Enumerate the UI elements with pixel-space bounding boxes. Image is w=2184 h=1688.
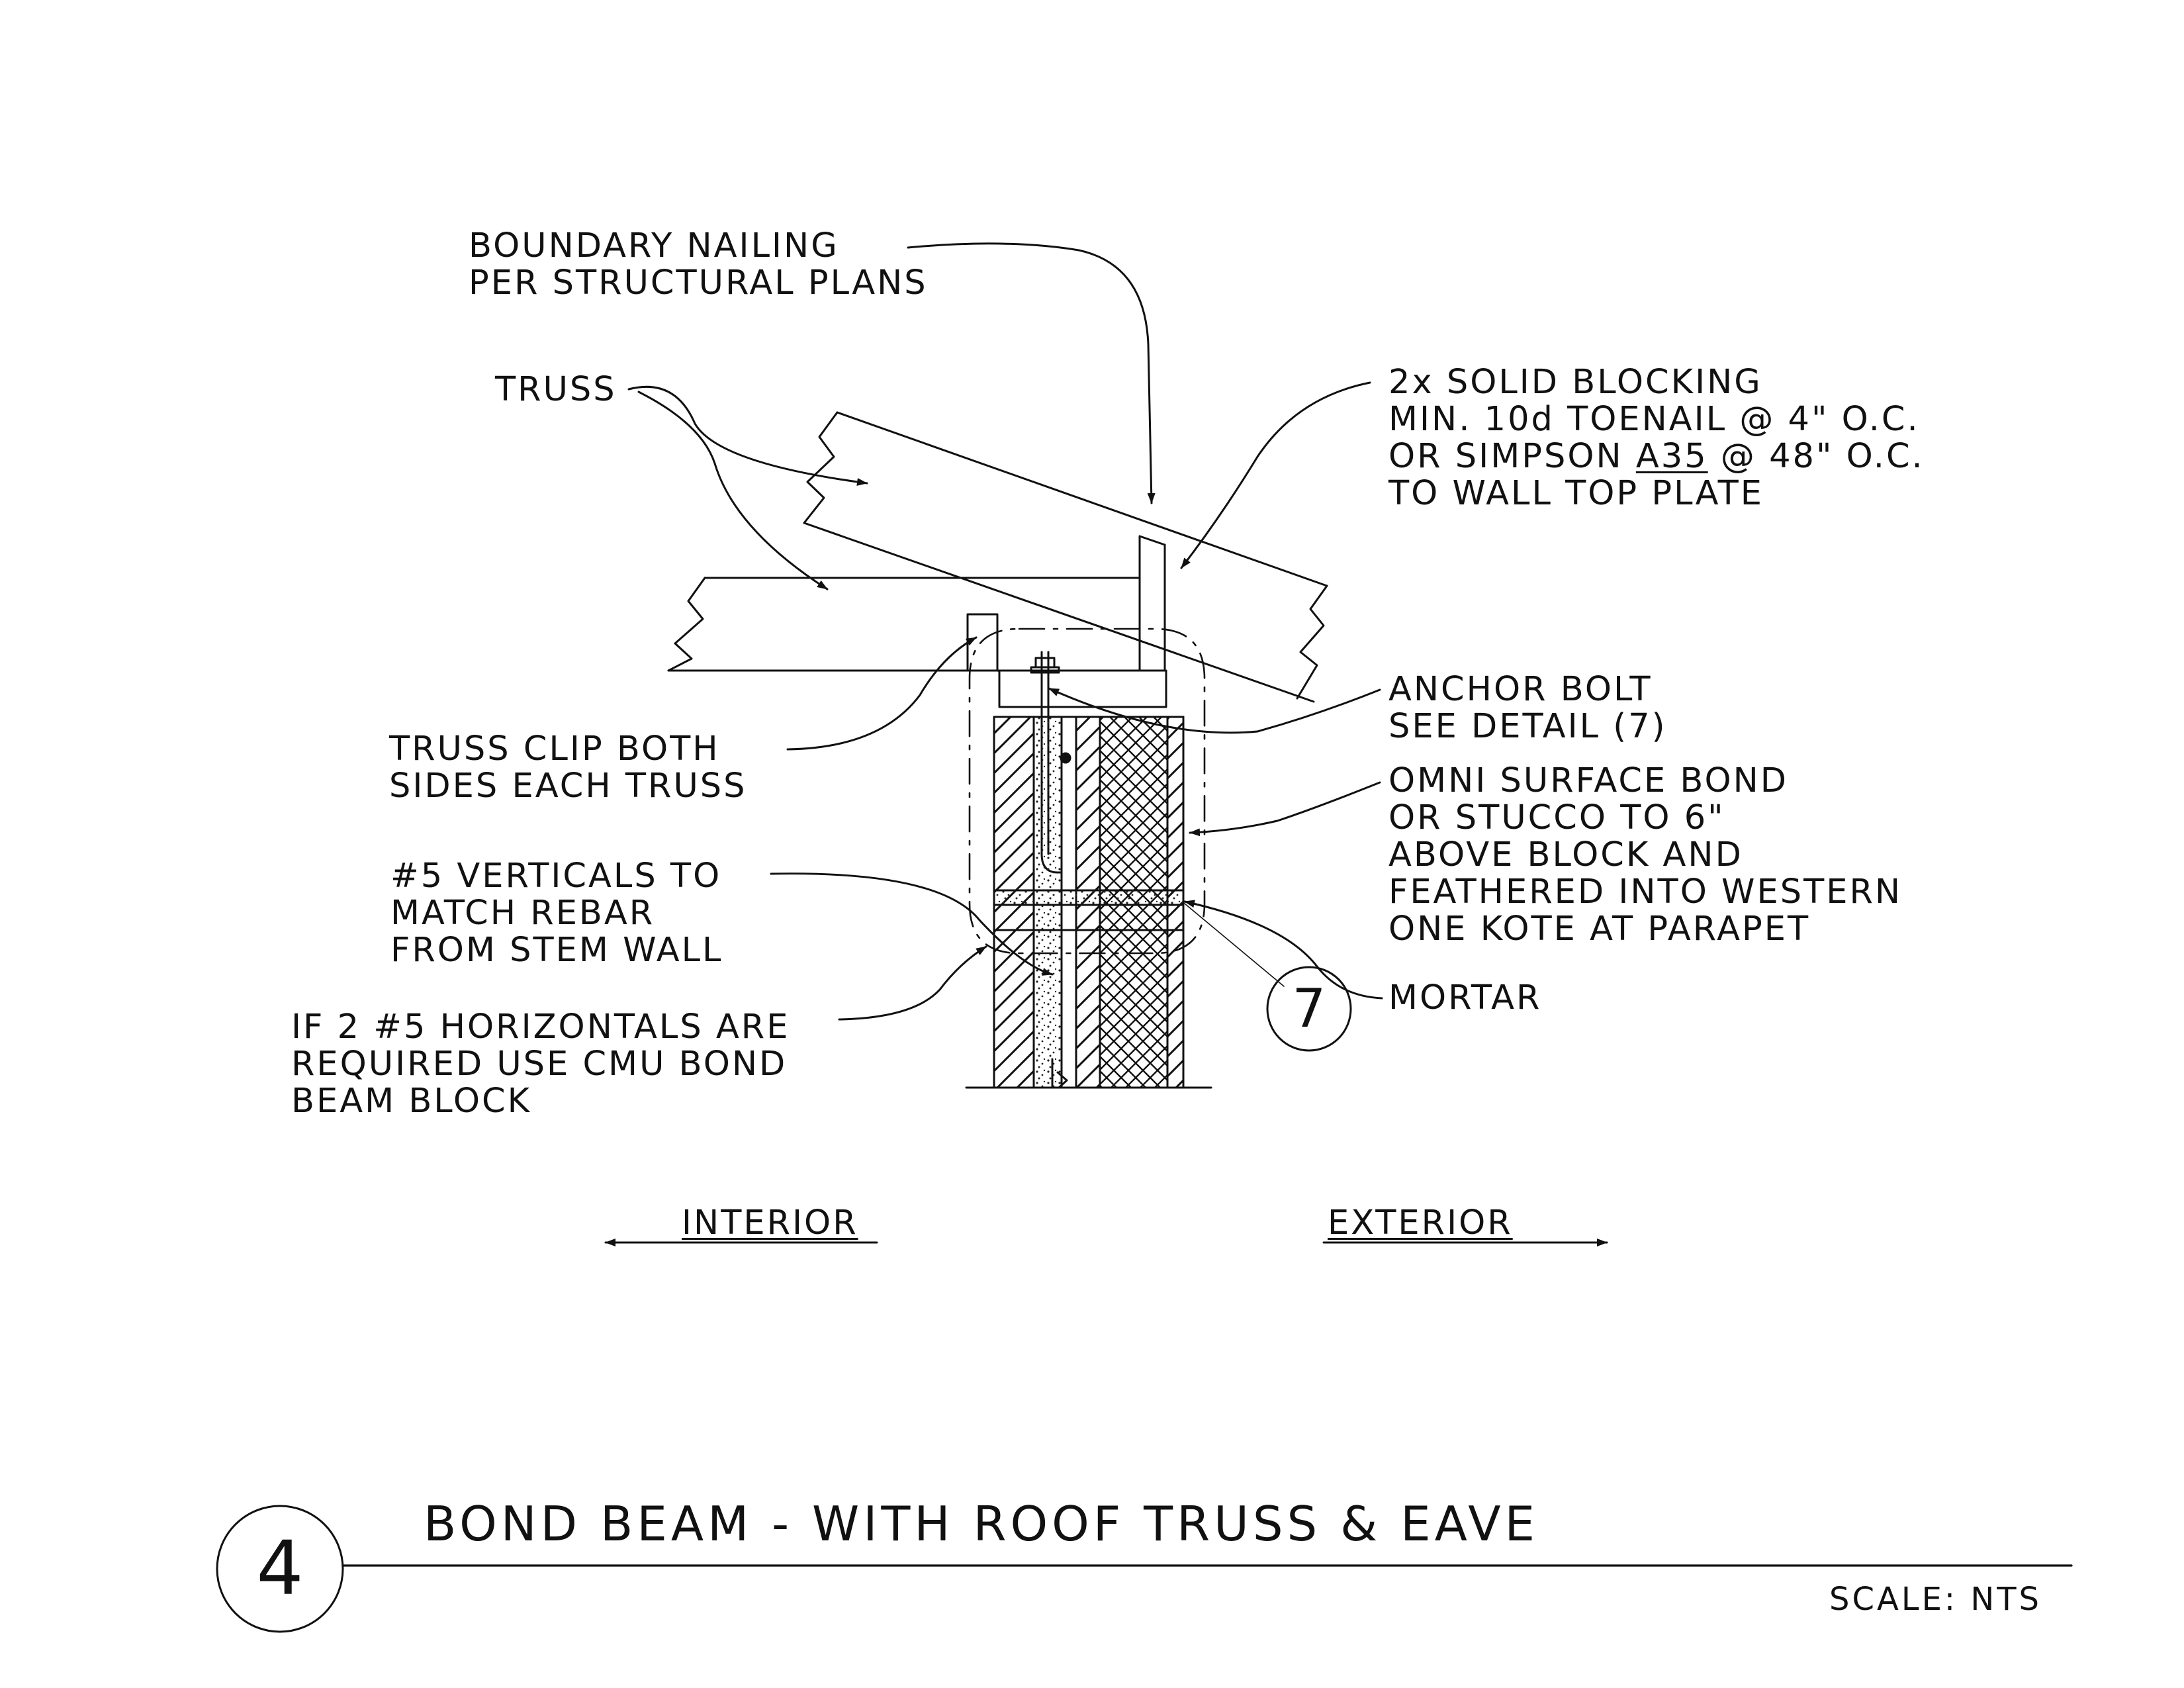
cmu-wall — [965, 716, 1212, 1089]
leader-mortar — [1183, 900, 1383, 1000]
title-text: BOND BEAM - WITH ROOF TRUSS & EAVE — [424, 1496, 1539, 1552]
label-exterior: EXTERIOR — [1328, 1203, 1513, 1243]
truss-clip — [966, 613, 999, 672]
label-omni: OMNI SURFACE BOND OR STUCCO TO 6" ABOVE … — [1388, 761, 1903, 949]
leader-truss-upper — [627, 385, 868, 486]
leader-detail-callout — [1184, 903, 1285, 987]
truss-top-chord — [803, 411, 1328, 703]
leader-anchor-bolt — [1048, 687, 1381, 734]
label-truss-clip: TRUSS CLIP BOTH SIDES EACH TRUSS — [389, 729, 747, 806]
label-interior: INTERIOR — [682, 1203, 858, 1243]
title-number-circle — [216, 1505, 344, 1633]
label-verticals: #5 VERTICALS TO MATCH REBAR FROM STEM WA… — [390, 857, 723, 970]
leader-verticals — [770, 872, 1054, 976]
label-horizontals: IF 2 #5 HORIZONTALS ARE REQUIRED USE CMU… — [291, 1008, 790, 1121]
label-boundary-nailing: BOUNDARY NAILING PER STRUCTURAL PLANS — [469, 226, 928, 303]
leader-horizontals — [838, 945, 987, 1021]
leader-solid-blocking — [1180, 381, 1371, 569]
leader-omni — [1189, 781, 1381, 837]
label-anchor-bolt: ANCHOR BOLT SEE DETAIL (7) — [1388, 670, 1667, 746]
label-truss: TRUSS — [495, 370, 617, 409]
solid-blocking — [1138, 535, 1166, 672]
leader-truss-lower — [637, 391, 829, 590]
leader-truss-clip — [786, 636, 978, 751]
title-number: 4 — [256, 1526, 304, 1612]
wall-top-plate — [998, 669, 1167, 708]
label-mortar: MORTAR — [1388, 978, 1542, 1017]
label-solid-blocking: 2x SOLID BLOCKING MIN. 10d TOENAIL @ 4" … — [1388, 363, 1925, 513]
scale-text: SCALE: NTS — [1829, 1581, 2042, 1618]
detail-callout-number: 7 — [1292, 978, 1326, 1039]
detail-callout-circle — [1266, 966, 1352, 1052]
leader-boundary-nailing — [907, 242, 1156, 504]
